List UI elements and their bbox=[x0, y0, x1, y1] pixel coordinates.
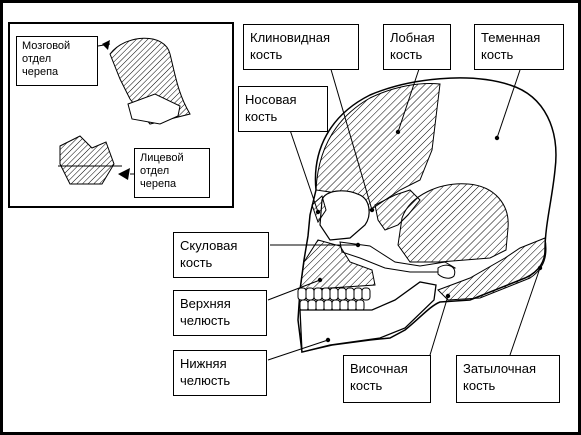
ear-opening bbox=[437, 264, 456, 279]
inset-skull bbox=[58, 37, 191, 185]
label-maxilla: Верхняя челюсть bbox=[173, 290, 267, 336]
label-sphenoid: Клиновидная кость bbox=[243, 24, 359, 70]
inset-panel: Мозговой отдел черепа Лицевой отдел чере… bbox=[8, 22, 234, 208]
frontal-bone-shape bbox=[315, 83, 441, 211]
label-temporal: Височная кость bbox=[343, 355, 431, 403]
label-zygomatic: Скуловая кость bbox=[173, 232, 269, 278]
occipital-bone-shape bbox=[437, 237, 547, 301]
label-frontal: Лобная кость bbox=[383, 24, 451, 70]
label-nasal: Носовая кость bbox=[238, 86, 328, 132]
cranial-section-label: Мозговой отдел черепа bbox=[16, 36, 98, 86]
temporal-bone-shape bbox=[397, 183, 509, 263]
leader-lines bbox=[267, 65, 541, 361]
label-mandible: Нижняя челюсть bbox=[173, 350, 267, 396]
teeth bbox=[297, 287, 371, 312]
facial-section-label: Лицевой отдел черепа bbox=[134, 148, 210, 198]
label-parietal: Теменная кость bbox=[474, 24, 564, 70]
label-occipital: Затылочная кость bbox=[456, 355, 560, 403]
nasal-bone-shape bbox=[311, 195, 327, 224]
orbit bbox=[319, 190, 370, 241]
mandible-shape bbox=[299, 281, 437, 353]
